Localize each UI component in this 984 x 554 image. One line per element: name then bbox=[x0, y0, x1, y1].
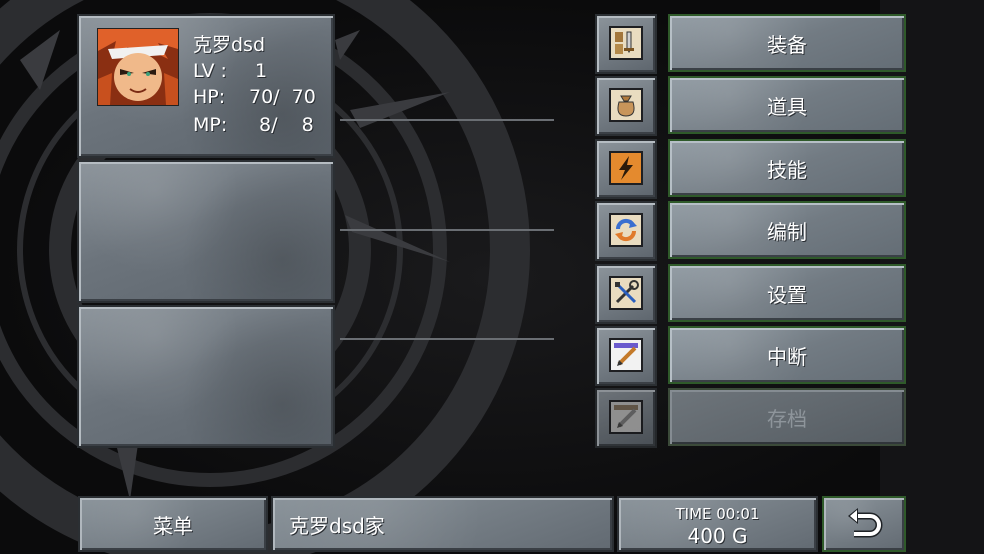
menu-items-button[interactable]: 道具 bbox=[668, 76, 906, 134]
lv-label: LV : bbox=[193, 60, 227, 82]
menu-suspend-button[interactable]: 中断 bbox=[668, 326, 906, 384]
lightning-icon bbox=[619, 156, 633, 180]
pencil-icon bbox=[614, 405, 638, 428]
character-panel-3[interactable] bbox=[77, 305, 335, 448]
sword-icon bbox=[615, 31, 634, 54]
skills-icon-box[interactable] bbox=[595, 139, 657, 199]
suspend-icon-box[interactable] bbox=[595, 326, 657, 386]
menu-title: 菜单 bbox=[153, 513, 193, 538]
location-name: 克罗dsd家 bbox=[289, 513, 385, 538]
formation-icon-box[interactable] bbox=[595, 201, 657, 261]
hp-label: HP: bbox=[193, 86, 226, 108]
menu-save-button: 存档 bbox=[668, 388, 906, 446]
equip-icon-box[interactable] bbox=[595, 14, 657, 74]
character-portrait bbox=[97, 28, 179, 106]
connector-line-1 bbox=[340, 119, 554, 121]
back-arrow-icon bbox=[848, 508, 883, 538]
hp-value: 70/ 70 bbox=[249, 86, 316, 108]
portrait-face-icon bbox=[98, 29, 178, 105]
location-box: 克罗dsd家 bbox=[271, 496, 614, 552]
save-icon-box bbox=[595, 388, 657, 448]
character-panel-2[interactable] bbox=[77, 160, 335, 303]
play-time: TIME 00:01 bbox=[675, 505, 760, 523]
mp-value: 8/ 8 bbox=[259, 114, 314, 136]
connector-line-2 bbox=[340, 229, 554, 231]
menu-title-box: 菜单 bbox=[78, 496, 268, 552]
settings-icon-box[interactable] bbox=[595, 264, 657, 324]
menu-skills-button[interactable]: 技能 bbox=[668, 139, 906, 197]
connector-line-3 bbox=[340, 338, 554, 340]
menu-settings-button[interactable]: 设置 bbox=[668, 264, 906, 322]
lv-value: 1 bbox=[255, 60, 268, 82]
character-panel-1[interactable]: 克罗dsd LV : 1 HP: 70/ 70 MP: 8/ 8 bbox=[77, 14, 335, 158]
items-icon-box[interactable] bbox=[595, 76, 657, 136]
swap-icon bbox=[615, 218, 637, 242]
back-button[interactable] bbox=[822, 496, 906, 552]
menu-formation-button[interactable]: 编制 bbox=[668, 201, 906, 259]
pencil-icon bbox=[614, 343, 638, 366]
character-name: 克罗dsd bbox=[193, 34, 266, 56]
mp-label: MP: bbox=[193, 114, 228, 136]
bag-icon bbox=[617, 95, 635, 117]
gold-amount: 400 G bbox=[687, 524, 748, 548]
menu-equip-button[interactable]: 装备 bbox=[668, 14, 906, 72]
time-gold-box: TIME 00:01 400 G bbox=[617, 496, 818, 552]
tools-icon bbox=[615, 280, 639, 304]
